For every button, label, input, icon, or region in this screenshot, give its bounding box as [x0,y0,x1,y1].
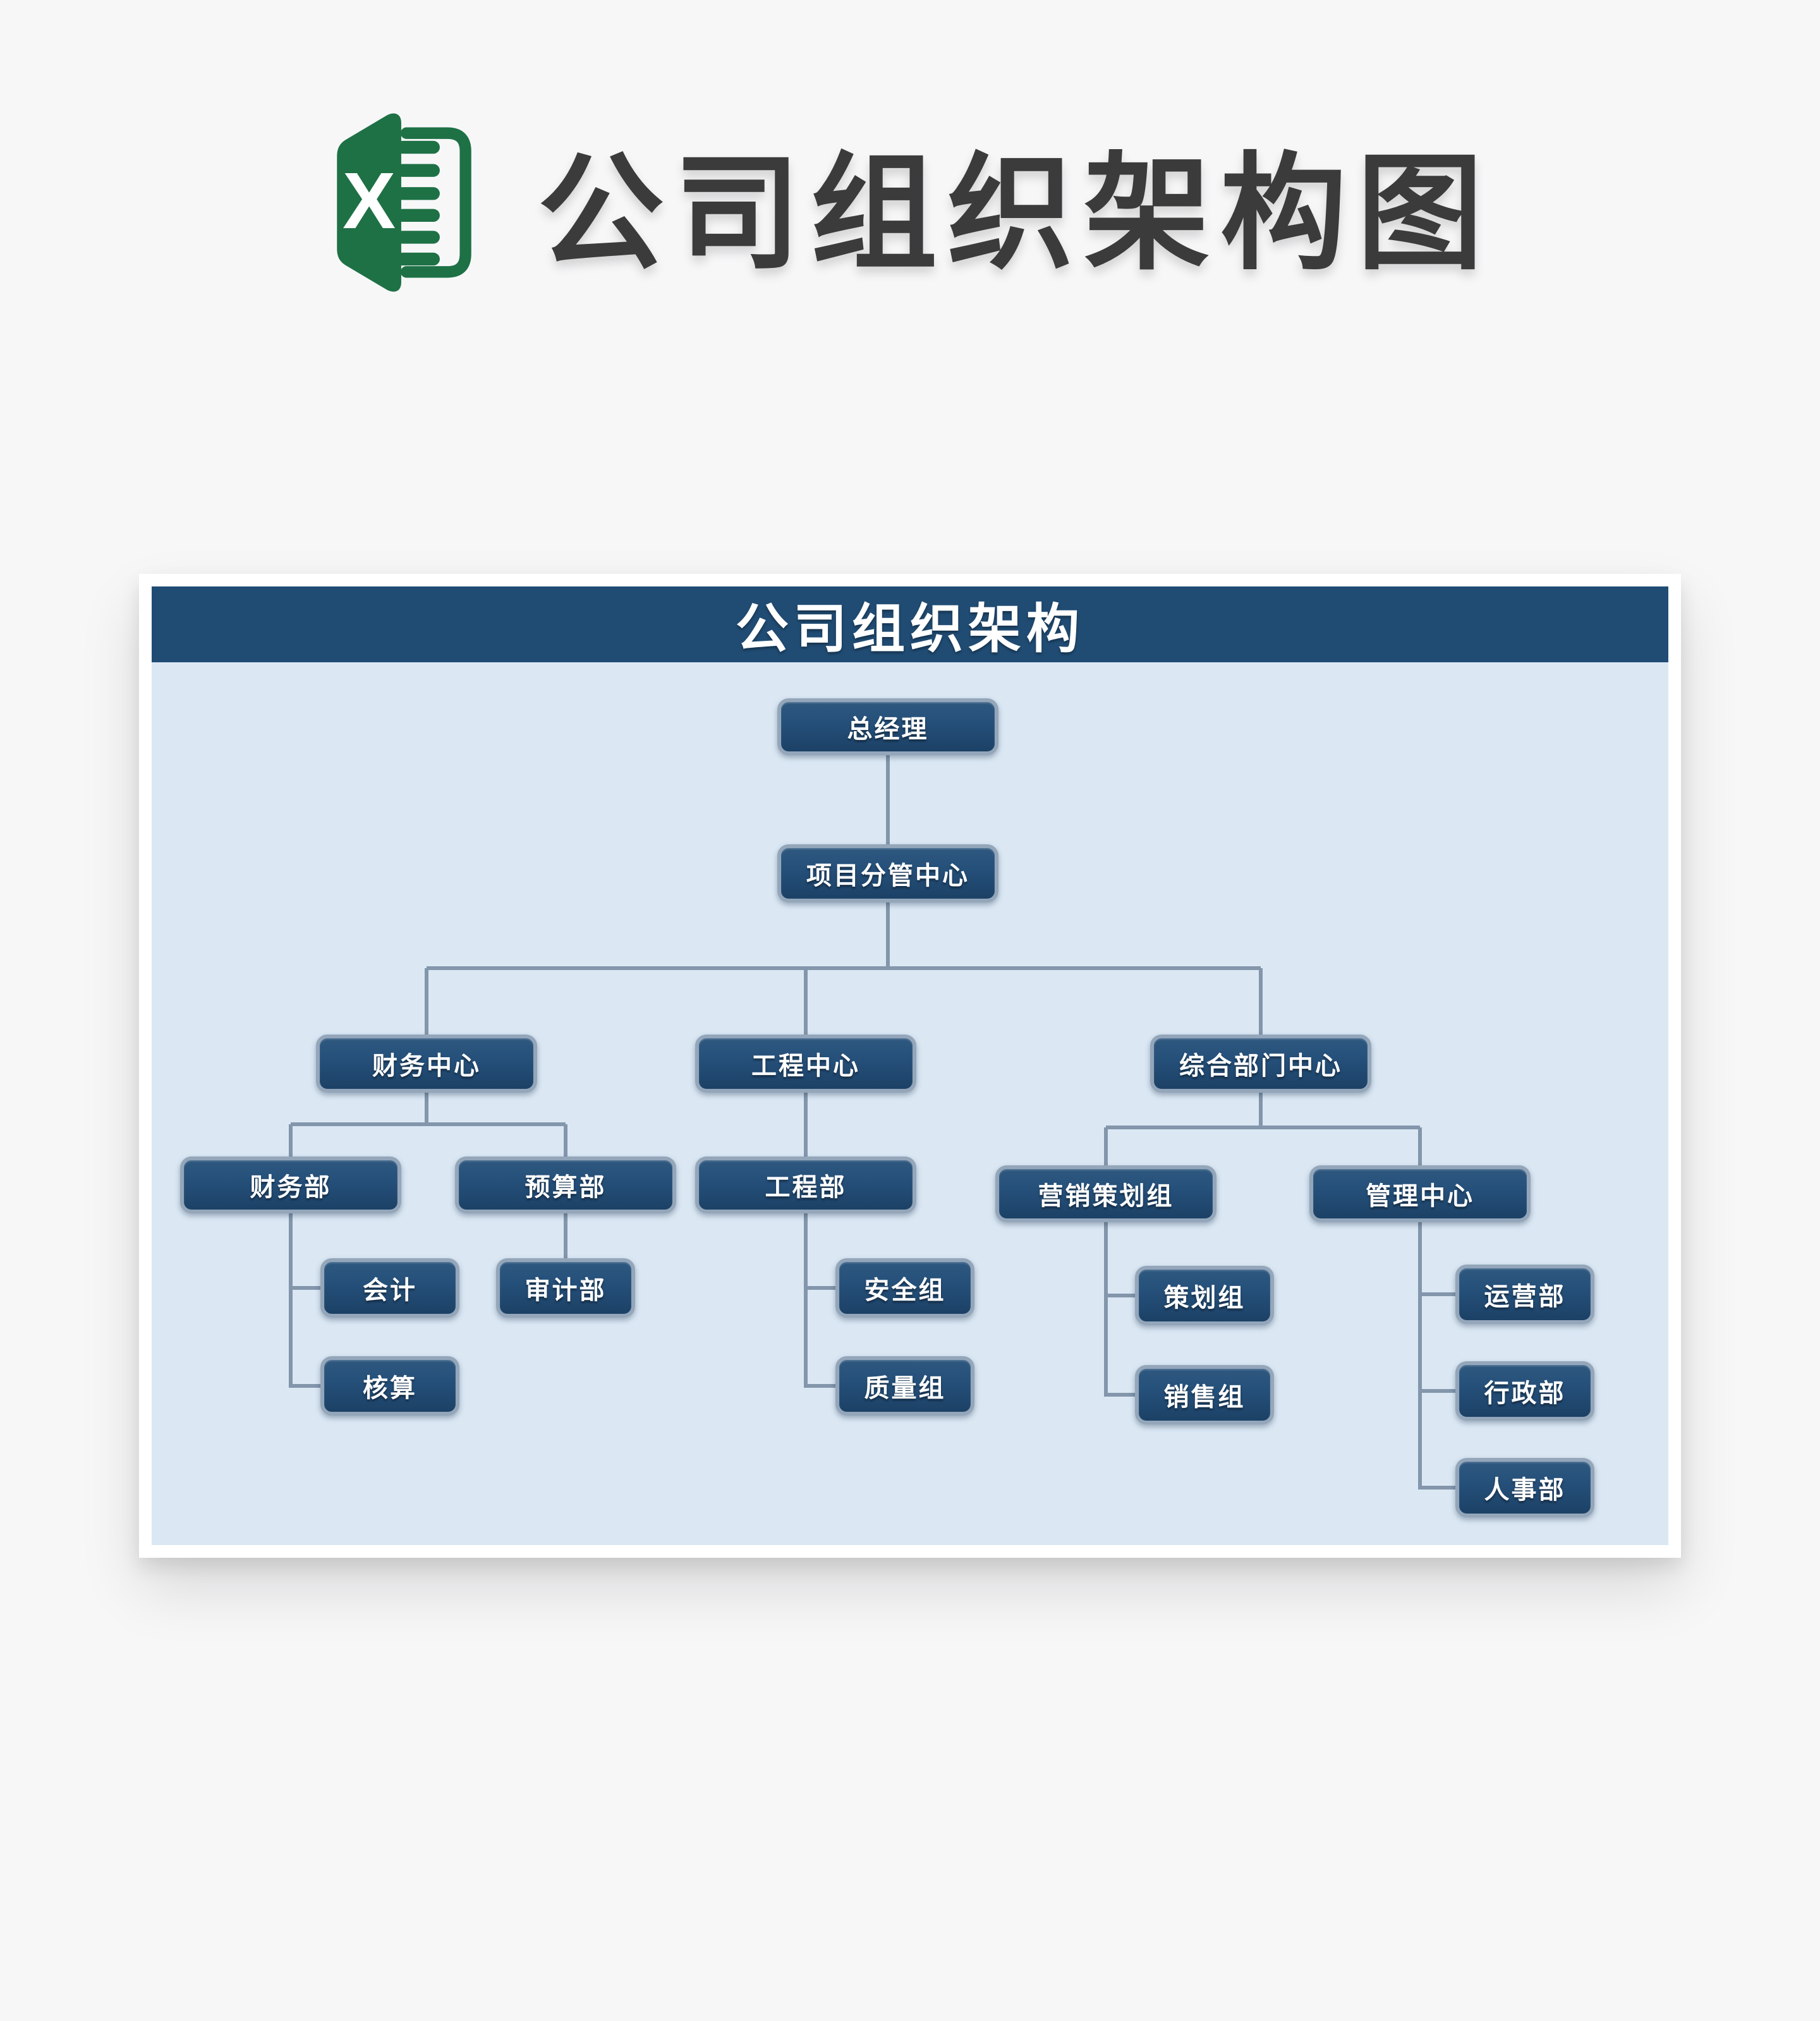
org-node-finance-dept: 财务部 [180,1156,401,1213]
org-node-marketing-planning-group: 营销策划组 [995,1165,1216,1222]
org-chart-header-bar: 公司组织架构 [152,586,1668,662]
org-chart-canvas: 总经理 项目分管中心 财务中心 工程中心 综合部门中心 财务部 预算部 工程部 … [152,662,1668,1545]
org-node-engineering-dept: 工程部 [695,1156,916,1213]
org-node-quality-group: 质量组 [835,1356,974,1416]
org-node-admin-dept: 行政部 [1455,1361,1594,1421]
org-node-management-center: 管理中心 [1309,1165,1531,1222]
org-chart-title: 公司组织架构 [735,598,1084,658]
org-node-engineering-center: 工程中心 [695,1035,916,1093]
org-node-sales-group: 销售组 [1135,1365,1274,1424]
page-masthead: X 公司组织架构图 [0,104,1820,300]
svg-text:X: X [343,156,396,245]
org-node-hr-dept: 人事部 [1455,1458,1594,1517]
org-chart-card: 公司组织架构 [139,574,1681,1558]
org-node-checking: 核算 [320,1356,459,1416]
org-node-accounting: 会计 [320,1258,459,1318]
page-title: 公司组织架构图 [537,143,1493,284]
connector-lines [289,755,1455,1490]
org-node-planning-group: 策划组 [1135,1266,1274,1325]
org-node-safety-group: 安全组 [835,1258,974,1318]
org-node-general-manager: 总经理 [777,698,998,755]
org-node-audit-dept: 审计部 [496,1258,635,1318]
org-node-general-department-center: 综合部门中心 [1150,1035,1371,1093]
org-node-project-management-center: 项目分管中心 [777,844,998,902]
org-chart-panel: 公司组织架构 [152,586,1668,1545]
org-node-operations-dept: 运营部 [1455,1265,1594,1324]
org-node-finance-center: 财务中心 [316,1035,537,1093]
excel-icon: X [337,112,471,292]
org-node-budget-dept: 预算部 [455,1156,676,1213]
